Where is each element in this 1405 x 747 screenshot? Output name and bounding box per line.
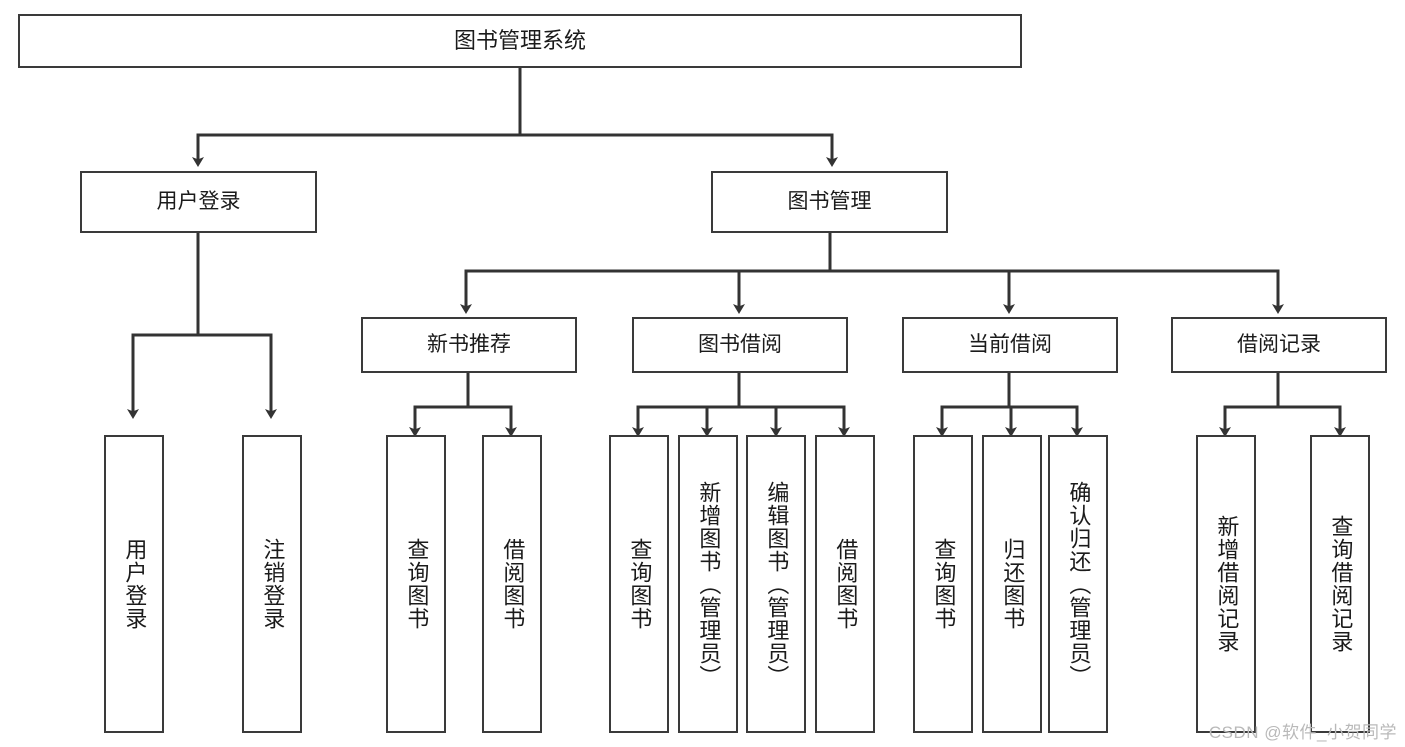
node-leaf-query-record[interactable]: 查询借阅记录: [1310, 435, 1370, 733]
node-leaf-borrow-book-2-label: 借阅图书: [833, 538, 859, 630]
node-current-borrow-label: 当前借阅: [968, 332, 1052, 356]
node-borrow-record-label: 借阅记录: [1237, 332, 1321, 356]
node-leaf-add-record[interactable]: 新增借阅记录: [1196, 435, 1256, 733]
node-leaf-borrow-book-2[interactable]: 借阅图书: [815, 435, 875, 733]
node-leaf-add-record-label: 新增借阅记录: [1214, 515, 1240, 653]
node-leaf-add-book-label: 新增图书（管理员）: [696, 480, 722, 688]
node-book-manage-label: 图书管理: [787, 189, 872, 213]
node-user-login-label: 用户登录: [156, 189, 241, 213]
node-leaf-return-book[interactable]: 归还图书: [982, 435, 1042, 733]
node-leaf-query-book-1[interactable]: 查询图书: [386, 435, 446, 733]
node-leaf-user-login[interactable]: 用户登录: [104, 435, 164, 733]
node-borrow-record[interactable]: 借阅记录: [1171, 317, 1387, 373]
node-leaf-query-book-2[interactable]: 查询图书: [609, 435, 669, 733]
node-leaf-add-book[interactable]: 新增图书（管理员）: [678, 435, 738, 733]
node-leaf-edit-book-label: 编辑图书（管理员）: [764, 480, 790, 688]
node-leaf-borrow-book-1[interactable]: 借阅图书: [482, 435, 542, 733]
node-leaf-confirm-return[interactable]: 确认归还（管理员）: [1048, 435, 1108, 733]
node-leaf-logout[interactable]: 注销登录: [242, 435, 302, 733]
node-new-book-recommend[interactable]: 新书推荐: [361, 317, 577, 373]
node-leaf-return-book-label: 归还图书: [1000, 538, 1026, 630]
node-leaf-query-book-1-label: 查询图书: [404, 538, 430, 630]
node-leaf-edit-book[interactable]: 编辑图书（管理员）: [746, 435, 806, 733]
node-leaf-borrow-book-1-label: 借阅图书: [500, 538, 526, 630]
node-current-borrow[interactable]: 当前借阅: [902, 317, 1118, 373]
watermark: CSDN @软件_小贺同学: [1208, 723, 1397, 742]
node-book-borrow[interactable]: 图书借阅: [632, 317, 848, 373]
node-leaf-user-login-label: 用户登录: [122, 538, 148, 630]
node-leaf-confirm-return-label: 确认归还（管理员）: [1066, 480, 1092, 688]
node-leaf-query-book-3-label: 查询图书: [931, 538, 957, 630]
node-root[interactable]: 图书管理系统: [18, 14, 1022, 68]
node-user-login[interactable]: 用户登录: [80, 171, 317, 233]
node-book-manage[interactable]: 图书管理: [711, 171, 948, 233]
node-leaf-logout-label: 注销登录: [260, 538, 286, 630]
node-leaf-query-book-2-label: 查询图书: [627, 538, 653, 630]
node-root-label: 图书管理系统: [453, 28, 586, 54]
node-leaf-query-book-3[interactable]: 查询图书: [913, 435, 973, 733]
node-new-book-recommend-label: 新书推荐: [427, 332, 511, 356]
node-leaf-query-record-label: 查询借阅记录: [1328, 515, 1354, 653]
node-book-borrow-label: 图书借阅: [698, 332, 782, 356]
